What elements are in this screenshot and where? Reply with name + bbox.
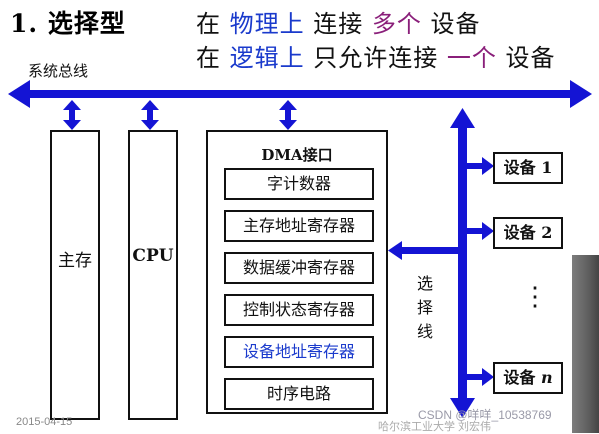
watermark: CSDN @咩咩_10538769 (418, 408, 552, 422)
dma-bus-connector (279, 100, 297, 130)
heading-line-1-segment-0: 在 (196, 10, 230, 38)
heading-line-1-segment-3: 多个 (371, 10, 422, 38)
heading-line-2-segment-1: 逻辑上 (229, 44, 305, 72)
heading-number: 1. 选择型 (10, 4, 126, 40)
select-line-label: 选 择 线 (414, 272, 436, 344)
photo-strip (572, 255, 599, 433)
device-1-branch (466, 157, 494, 175)
device-2: 设备 2 (493, 217, 563, 249)
dma-register-1: 主存地址寄存器 (224, 210, 374, 242)
device-n-branch (466, 368, 494, 386)
heading-line-1-segment-1: 物理上 (229, 10, 305, 38)
device-2-branch (466, 222, 494, 240)
heading-line-2: 在 逻辑上 只允许连接 一个 设备 (196, 38, 556, 73)
heading-name: 选择型 (47, 9, 126, 38)
heading-index: 1. (10, 9, 39, 38)
heading-line-2-segment-2: 只允许连接 (304, 44, 447, 72)
heading-line-1-segment-2: 连接 (304, 10, 372, 38)
device-n-prefix: 设备 (503, 368, 541, 387)
dma-register-3: 控制状态寄存器 (224, 294, 374, 326)
device-ellipsis: ⋮ (522, 282, 548, 312)
cpu-label: CPU (132, 246, 174, 266)
footer-date: 2015-04-15 (16, 416, 73, 428)
dma-register-0: 字计数器 (224, 168, 374, 200)
dma-select-arrow (388, 241, 460, 260)
select-line-char-3: 线 (416, 322, 433, 341)
footer-org: 哈尔滨工业大学 刘宏伟 (378, 421, 492, 433)
dma-register-4: 设备地址寄存器 (224, 336, 374, 368)
main-memory-module: 主存 (50, 130, 100, 420)
device-1: 设备 1 (493, 152, 563, 184)
heading-line-1: 在 物理上 连接 多个 设备 (196, 4, 481, 39)
dma-register-5: 时序电路 (224, 378, 374, 410)
cpu-bus-connector (141, 100, 159, 130)
dma-title: DMA接口 (261, 146, 333, 164)
system-bus (8, 80, 592, 108)
select-line-char-2: 择 (416, 298, 433, 317)
main-memory-label: 主存 (58, 251, 92, 271)
heading-line-1-segment-4: 设备 (421, 10, 481, 38)
device-n-index: n (540, 368, 553, 387)
heading-line-2-segment-4: 设备 (496, 44, 556, 72)
system-bus-label: 系统总线 (28, 62, 89, 80)
cpu-module: CPU (128, 130, 178, 420)
select-line-char-1: 选 (416, 274, 433, 293)
memory-bus-connector (63, 100, 81, 130)
heading-line-2-segment-3: 一个 (446, 44, 497, 72)
select-line-bus (450, 108, 475, 418)
heading-line-2-segment-0: 在 (196, 44, 230, 72)
device-n: 设备 n (493, 362, 563, 394)
dma-register-2: 数据缓冲寄存器 (224, 252, 374, 284)
